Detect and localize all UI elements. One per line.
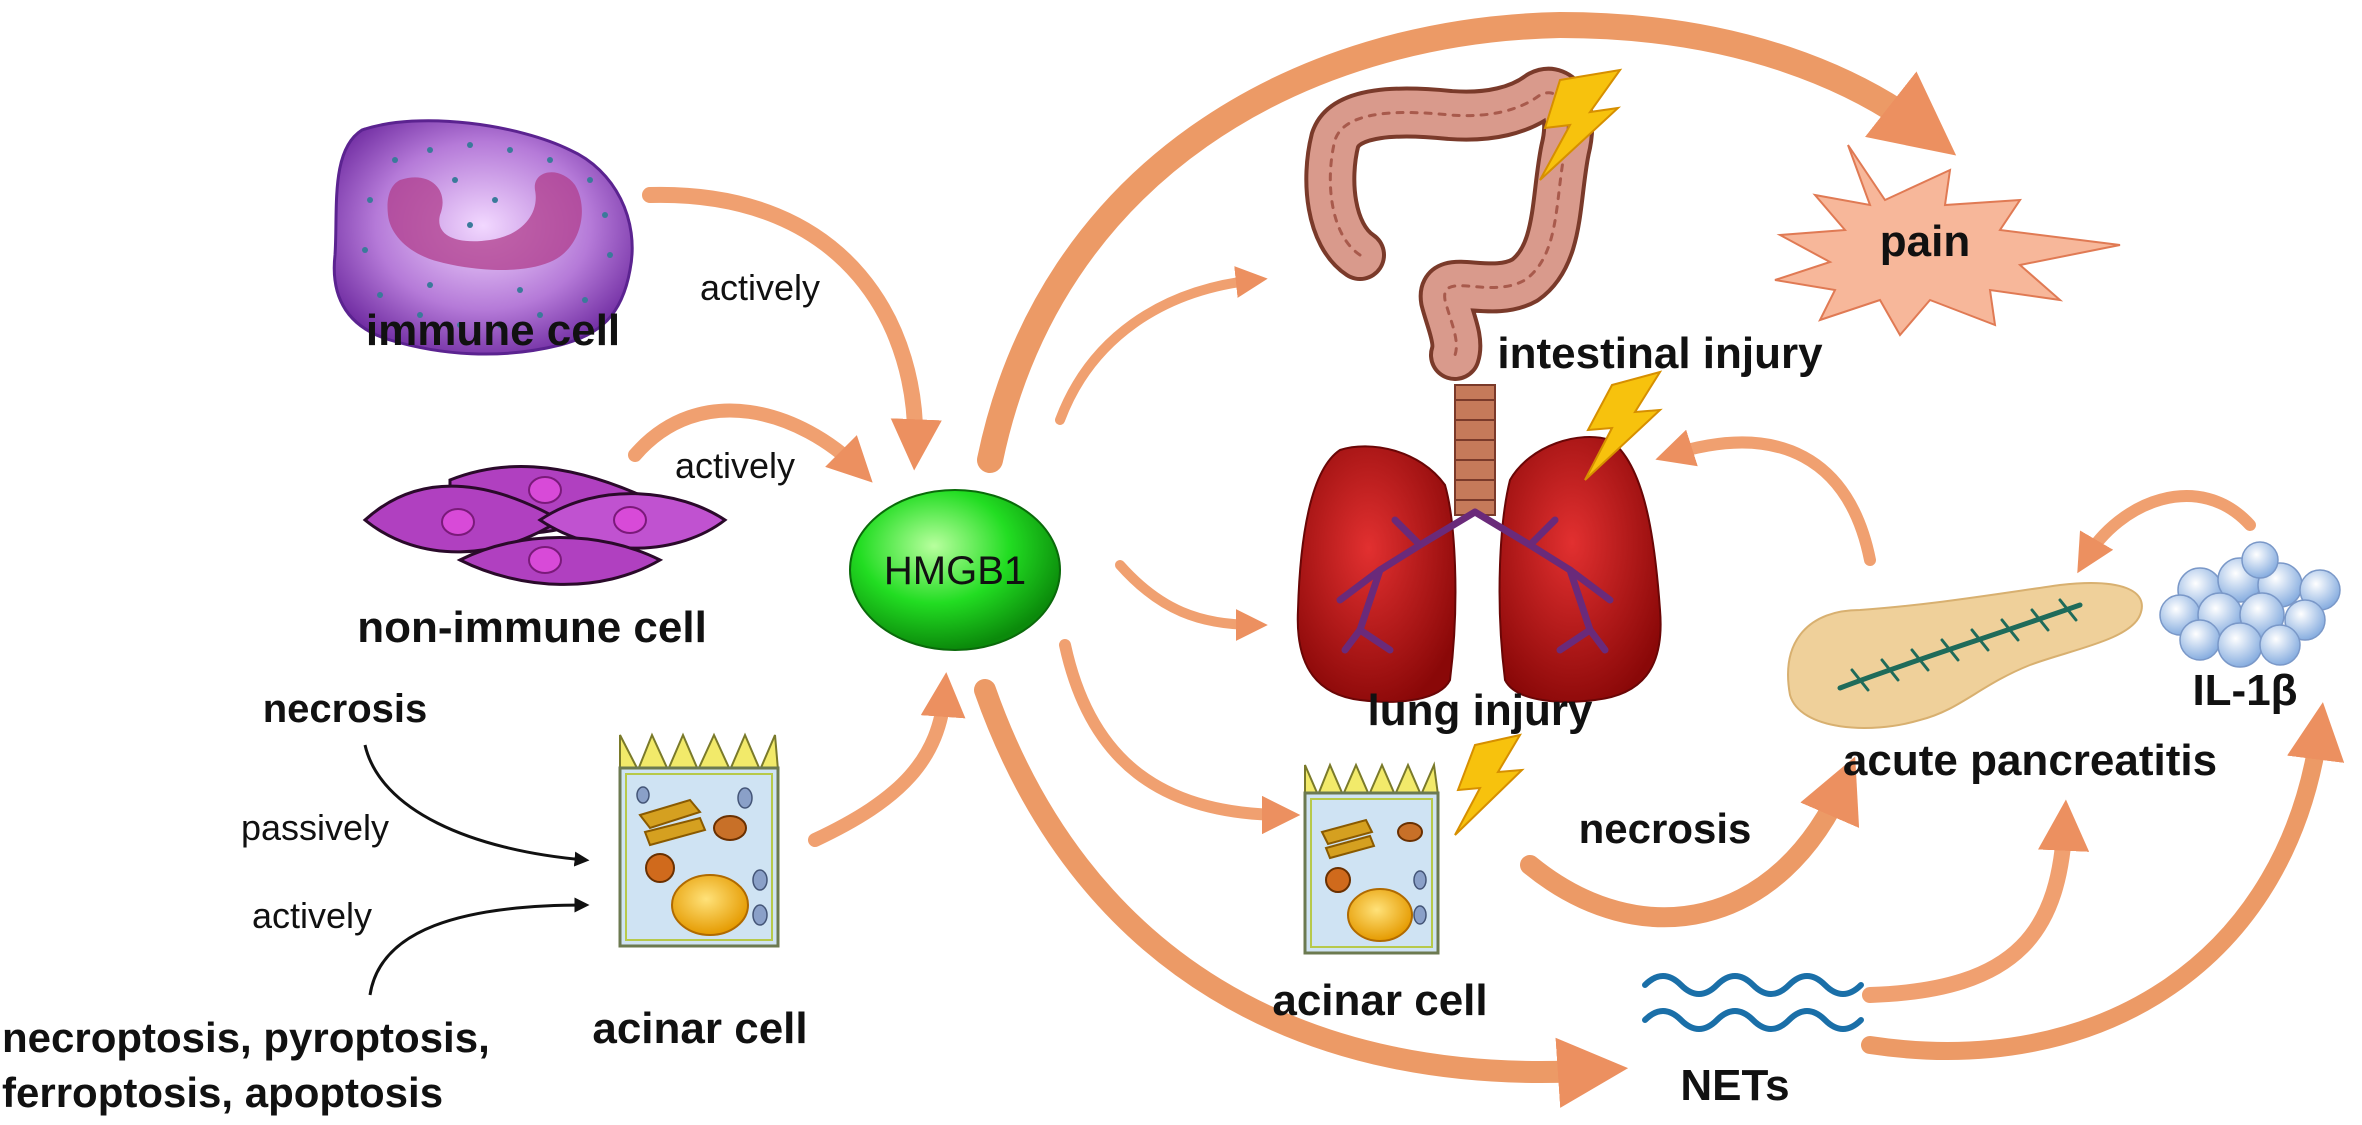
acinar-cell-left-label: acinar cell: [592, 1004, 807, 1053]
verb-actively-acinar: actively: [252, 895, 372, 936]
arrow-necrosis-to-pancreatitis: [1520, 756, 1860, 928]
necrosis-left-label: necrosis: [263, 687, 428, 731]
intestine-icon: [1304, 67, 1595, 381]
lightning-icon: [1454, 68, 1663, 836]
nets-icon: [1642, 973, 1864, 1032]
arrow-pancreatitis-to-lung: [1655, 429, 1876, 566]
arrow-hmgb1-to-acinar: [1059, 639, 1301, 835]
hmgb1-node: HMGB1: [849, 489, 1061, 651]
immune-cell-icon: [332, 119, 634, 356]
arrow-programmed-active: [368, 897, 590, 996]
death-arrows: [363, 744, 590, 996]
lung-injury-label: lung injury: [1368, 686, 1593, 735]
arrow-il1b-to-pancreatitis: [2077, 490, 2256, 574]
arrow-hmgb1-to-nets: [974, 679, 1629, 1108]
arrow-hmgb1-to-intestine: [1055, 266, 1268, 425]
programmed-death-line2: ferroptosis, apoptosis: [2, 1069, 443, 1116]
non-immune-cell-icon: [362, 465, 728, 586]
acinar-cell-right-icon: [1303, 761, 1440, 955]
lung-icon: [1296, 384, 1662, 703]
arrows: [628, 11, 2345, 1108]
acute-pancreatitis-label: acute pancreatitis: [1843, 736, 2217, 785]
pain-burst-icon: [1774, 144, 2121, 337]
il1b-label: IL-1β: [2192, 666, 2297, 715]
immune-cell-label: immune cell: [366, 306, 620, 355]
hmgb1-label: HMGB1: [884, 549, 1026, 593]
nets-label: NETs: [1680, 1061, 1789, 1110]
arrow-acinar-to-hmgb1: [808, 672, 966, 847]
il1b-cluster-icon: [2159, 541, 2341, 668]
arrow-immune-to-hmgb1: [642, 186, 942, 471]
pancreas-icon: [1787, 582, 2143, 729]
arrow-hmgb1-to-pain: [977, 11, 1957, 473]
verb-passively: passively: [241, 807, 389, 848]
pain-label: pain: [1880, 217, 1970, 266]
necrosis-right-label: necrosis: [1579, 805, 1752, 852]
arrow-nonimmune-to-hmgb1: [628, 403, 873, 483]
arrow-nets-to-pancreatitis: [1862, 799, 2090, 1003]
arrow-hmgb1-to-lung: [1115, 560, 1268, 641]
programmed-death-line1: necroptosis, pyroptosis,: [2, 1014, 490, 1061]
arrow-nets-to-il1b: [1861, 702, 2345, 1060]
intestinal-injury-label: intestinal injury: [1497, 329, 1823, 378]
verb-actively-immune: actively: [700, 267, 820, 308]
verb-actively-nonimmune: actively: [675, 445, 795, 486]
arrow-necrosis-passive: [363, 744, 590, 867]
acinar-cell-icon: [618, 732, 780, 948]
non-immune-cell-label: non-immune cell: [357, 603, 707, 652]
acinar-cell-right-label: acinar cell: [1272, 976, 1487, 1025]
